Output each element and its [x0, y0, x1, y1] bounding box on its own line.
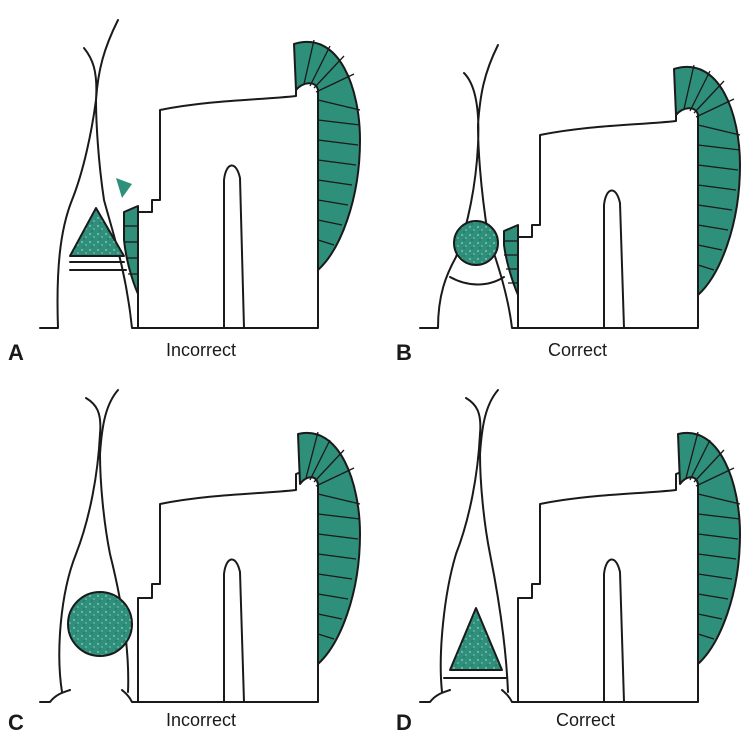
- triangle-wedge: [450, 608, 502, 670]
- panel-c: [40, 390, 360, 702]
- panel-c-letter: C: [8, 710, 24, 736]
- gingiva-right: [678, 433, 740, 664]
- papilla-outline: [40, 20, 138, 328]
- root-canal: [604, 190, 624, 328]
- papilla-outline: [420, 45, 518, 328]
- arrowhead-icon: [116, 178, 132, 198]
- panel-a: [40, 20, 360, 328]
- panel-b-letter: B: [396, 340, 412, 366]
- panel-a-caption: Incorrect: [166, 340, 236, 361]
- gingiva-left: [124, 206, 138, 294]
- circle-wedge: [68, 592, 132, 656]
- gingiva-left: [504, 225, 518, 295]
- tooth-outline: [518, 473, 698, 702]
- panel-a-letter: A: [8, 340, 24, 366]
- papilla-outline: [40, 390, 138, 702]
- tooth-outline: [138, 473, 318, 702]
- tooth-outline: [138, 79, 318, 328]
- triangle-wedge: [70, 208, 124, 256]
- panel-d-caption: Correct: [556, 710, 615, 731]
- root-canal: [224, 559, 244, 702]
- panel-b: [420, 45, 740, 328]
- root-canal: [604, 559, 624, 702]
- panel-d-letter: D: [396, 710, 412, 736]
- panel-c-caption: Incorrect: [166, 710, 236, 731]
- circle-wedge: [454, 221, 498, 265]
- tooth-outline: [518, 104, 698, 328]
- root-canal: [224, 165, 244, 328]
- panel-d: [420, 390, 740, 702]
- panel-b-caption: Correct: [548, 340, 607, 361]
- band: [450, 277, 504, 285]
- band: [70, 262, 126, 270]
- gingiva-right: [298, 433, 360, 664]
